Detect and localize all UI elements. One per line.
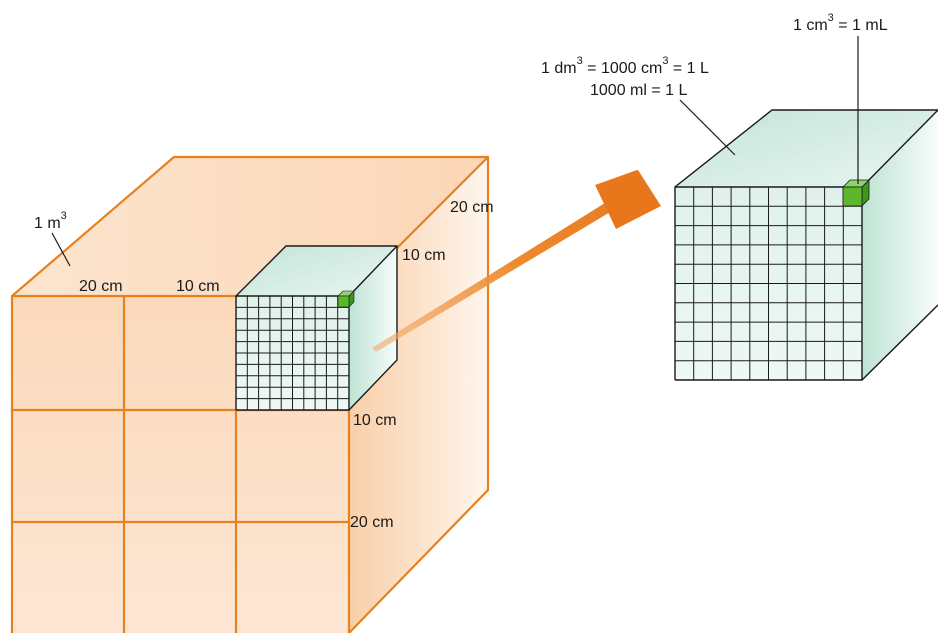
small-cube-grid <box>236 296 349 410</box>
small-cube-side-face <box>349 246 397 410</box>
ml-equivalence-label: 1 cm3 = 1 mL <box>793 12 888 34</box>
big-cube-outline <box>10 155 490 633</box>
small-cube-top-label: 10 cm <box>176 278 220 295</box>
ml-litre-label: 1000 ml = 1 L <box>590 82 688 99</box>
small-cube-top-face <box>236 246 397 296</box>
litre-equivalence-label: 1 dm3 = 1000 cm3 = 1 L <box>541 55 709 77</box>
leader-1m3 <box>51 232 71 267</box>
small-cube <box>235 245 398 411</box>
small-cube-right-top-label: 10 cm <box>402 247 446 264</box>
enlarged-cube <box>674 109 938 381</box>
big-cube-volume-label: 1 m3 <box>34 210 67 232</box>
leader-litre <box>679 99 736 156</box>
enlarged-green-cube <box>842 179 870 207</box>
enlarged-cube-grid <box>675 187 862 380</box>
big-cube-edge-top-label: 20 cm <box>79 278 123 295</box>
zoom-arrow <box>372 170 660 352</box>
enlarged-cube-side-face <box>862 110 938 380</box>
small-green-cube <box>337 290 355 308</box>
small-cube-bottom-label: 10 cm <box>353 412 397 429</box>
enlarged-cube-outline <box>674 109 938 380</box>
enlarged-cube-top-face <box>675 110 938 187</box>
zoom-arrow-head <box>596 170 661 229</box>
big-cube-edge-side-label: 20 cm <box>350 514 394 531</box>
big-cube-edge-right-label: 20 cm <box>450 199 494 216</box>
